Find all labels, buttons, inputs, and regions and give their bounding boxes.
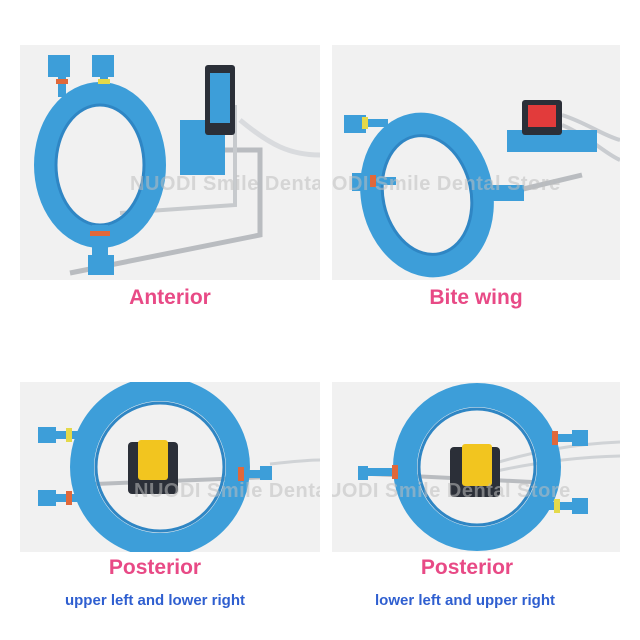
bite-wing-holder-illustration	[344, 100, 620, 278]
caption-bite-wing: Bite wing	[429, 286, 523, 309]
product-photo-bite-wing: NUODI Smile Dental Store	[332, 45, 620, 280]
caption-posterior-ll-ur: Posterior	[420, 556, 514, 579]
anterior-holder-illustration	[34, 55, 320, 276]
watermark-text-bite-wing: NUODI Smile Dental Store	[332, 173, 561, 195]
posterior-ll-ur-holder-illustration	[358, 383, 620, 551]
posterior-ul-lr-holder-illustration	[38, 382, 320, 552]
product-photo-posterior-ll-ur: NUODI Smile Dental Store	[332, 382, 620, 552]
product-photo-anterior: NUODI Smile Dental Store	[20, 45, 320, 280]
watermark-text-posterior-1: NUODI Smile Dental Store	[134, 480, 320, 502]
subcaption-posterior-ul-lr: upper left and lower right	[64, 592, 245, 609]
caption-posterior-ul-lr: Posterior	[108, 556, 202, 579]
caption-anterior: Anterior	[129, 286, 211, 309]
watermark-text: NUODI Smile Dental Store	[130, 173, 320, 195]
watermark-text-posterior-2: NUODI Smile Dental Store	[332, 480, 571, 502]
product-photo-posterior-ul-lr: NUODI Smile Dental Store	[20, 382, 320, 552]
subcaption-posterior-ll-ur: lower left and upper right	[374, 592, 555, 609]
